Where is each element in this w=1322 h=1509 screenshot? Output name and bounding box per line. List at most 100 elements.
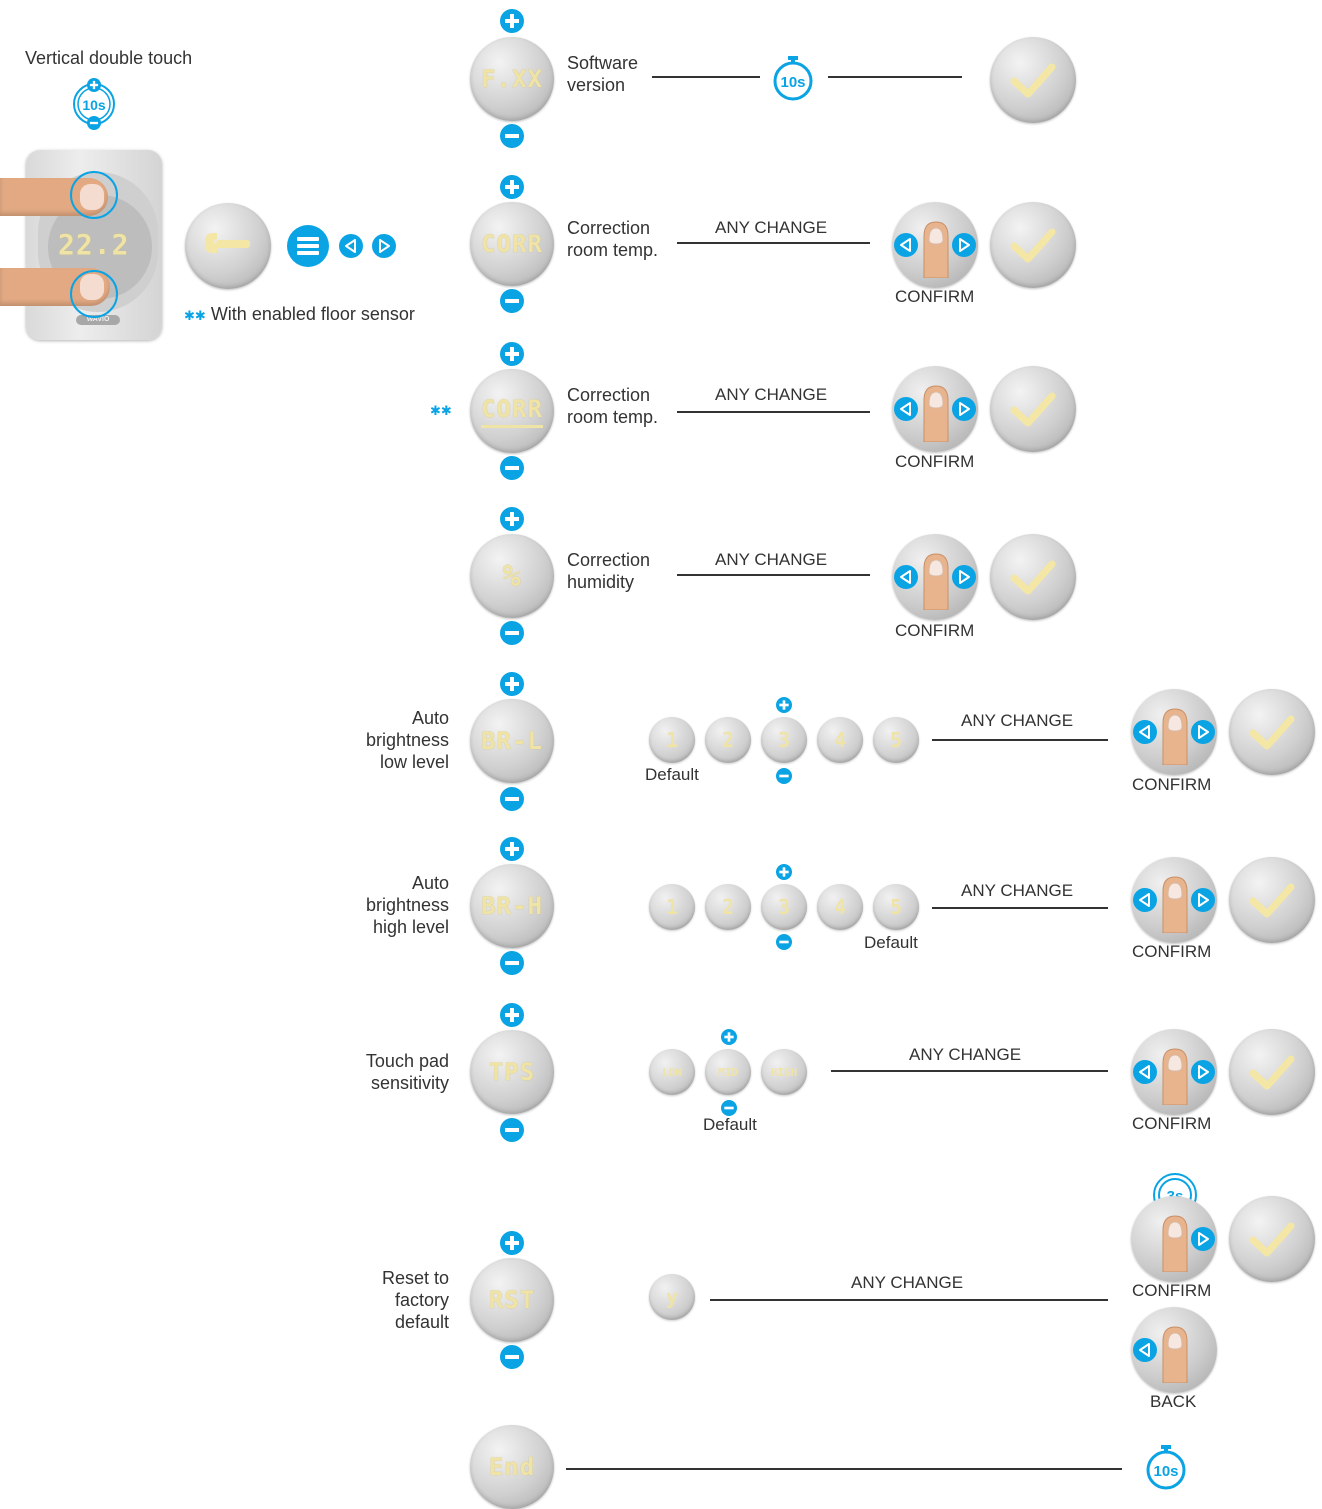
- default-label: Default: [864, 933, 918, 952]
- option-button[interactable]: LOW: [649, 1049, 695, 1095]
- param-button-corr[interactable]: CORR: [470, 202, 554, 286]
- param-button-corr-floor[interactable]: CORR: [470, 369, 554, 453]
- param-label-line: Correction: [567, 550, 651, 570]
- option-value: HIGH: [770, 1065, 798, 1079]
- left-arrow-icon: [1132, 1059, 1158, 1085]
- minus-icon[interactable]: [721, 1100, 737, 1116]
- minus-icon[interactable]: [500, 124, 524, 148]
- param-label: Correction room temp.: [567, 217, 658, 261]
- connector-line: [677, 242, 870, 244]
- minus-icon[interactable]: [500, 1345, 524, 1369]
- param-label: Reset to factory default: [330, 1267, 449, 1333]
- option-button[interactable]: 4: [817, 884, 863, 930]
- option-button[interactable]: 1: [649, 884, 695, 930]
- param-button-br-l[interactable]: BR-L: [470, 699, 554, 783]
- option-button-selected[interactable]: y: [649, 1274, 695, 1320]
- left-arrow-icon: [1132, 719, 1158, 745]
- check-button[interactable]: [1229, 689, 1315, 775]
- param-code: TPS: [488, 1058, 536, 1086]
- param-label-line: room temp.: [567, 407, 659, 427]
- minus-icon[interactable]: [500, 621, 524, 645]
- plus-icon[interactable]: [500, 1231, 524, 1255]
- plus-icon[interactable]: [776, 697, 792, 713]
- param-label: Touch pad sensitivity: [330, 1050, 449, 1094]
- plus-icon[interactable]: [500, 672, 524, 696]
- right-arrow-icon: [1190, 887, 1216, 913]
- plus-icon[interactable]: [500, 342, 524, 366]
- option-value: y: [665, 1285, 679, 1309]
- confirm-label: CONFIRM: [895, 287, 975, 306]
- plus-icon[interactable]: [500, 175, 524, 199]
- hold-10s-timer-icon: 10s: [73, 78, 115, 130]
- check-button[interactable]: [990, 534, 1076, 620]
- option-value: 3: [777, 895, 791, 919]
- left-arrow-icon: [1132, 887, 1158, 913]
- finger-icon: [1155, 873, 1195, 933]
- confirm-label: CONFIRM: [895, 452, 975, 471]
- check-button[interactable]: [1229, 857, 1315, 943]
- plus-icon[interactable]: [500, 507, 524, 531]
- minus-icon[interactable]: [776, 934, 792, 950]
- param-button-tps[interactable]: TPS: [470, 1030, 554, 1114]
- option-button[interactable]: 5: [873, 717, 919, 763]
- param-label-line: Auto: [411, 873, 449, 893]
- floor-note-text: With enabled floor sensor: [210, 304, 415, 324]
- minus-icon[interactable]: [500, 951, 524, 975]
- param-label: Software version: [567, 52, 638, 96]
- param-button-br-h[interactable]: BR-H: [470, 864, 554, 948]
- param-button-end[interactable]: End: [470, 1425, 554, 1509]
- settings-wrench-button[interactable]: [185, 203, 271, 289]
- param-button-rst[interactable]: RST: [470, 1258, 554, 1342]
- connector-line: [932, 739, 1108, 741]
- left-arrow-icon: [893, 564, 919, 590]
- any-change-label: ANY CHANGE: [961, 711, 1074, 730]
- plus-icon[interactable]: [500, 1003, 524, 1027]
- floor-sensor-note: ✱✱ With enabled floor sensor: [184, 303, 415, 327]
- right-arrow-icon: [1190, 1226, 1216, 1252]
- option-value: LOW: [662, 1065, 682, 1079]
- option-button[interactable]: 2: [705, 884, 751, 930]
- check-button[interactable]: [1229, 1196, 1315, 1282]
- option-button[interactable]: 4: [817, 717, 863, 763]
- param-label-line: version: [567, 75, 626, 95]
- param-button-fxx[interactable]: F.XX: [470, 37, 554, 121]
- check-button[interactable]: [990, 202, 1076, 288]
- minus-icon[interactable]: [500, 787, 524, 811]
- thermostat-logo: WAVIO: [76, 315, 120, 325]
- param-button-humidity[interactable]: %: [470, 534, 554, 618]
- check-button[interactable]: [1229, 1029, 1315, 1115]
- minus-icon[interactable]: [500, 456, 524, 480]
- option-value: 3: [777, 728, 791, 752]
- option-button[interactable]: 5: [873, 884, 919, 930]
- option-button[interactable]: HIGH: [761, 1049, 807, 1095]
- option-button-selected[interactable]: MID: [705, 1049, 751, 1095]
- plus-icon[interactable]: [500, 9, 524, 33]
- option-button[interactable]: 1: [649, 717, 695, 763]
- plus-icon[interactable]: [721, 1029, 737, 1045]
- check-button[interactable]: [990, 37, 1076, 123]
- thermostat-temperature: 22.2: [58, 228, 130, 261]
- param-code: F.XX: [481, 65, 543, 93]
- minus-icon[interactable]: [500, 289, 524, 313]
- minus-icon[interactable]: [776, 768, 792, 784]
- option-value: 1: [665, 895, 679, 919]
- minus-icon[interactable]: [500, 1118, 524, 1142]
- confirm-label: CONFIRM: [1132, 775, 1212, 794]
- any-change-label: ANY CHANGE: [715, 550, 828, 569]
- left-arrow-icon: [1132, 1337, 1158, 1363]
- left-arrow-icon: [338, 233, 364, 259]
- finger-icon: [916, 550, 956, 610]
- finger-icon: [1155, 1212, 1195, 1272]
- option-value: 4: [833, 728, 847, 752]
- option-button[interactable]: 2: [705, 717, 751, 763]
- connector-line: [677, 411, 870, 413]
- plus-icon[interactable]: [500, 837, 524, 861]
- option-button-selected[interactable]: 3: [761, 884, 807, 930]
- plus-icon[interactable]: [776, 864, 792, 880]
- svg-text:10s: 10s: [82, 97, 106, 113]
- check-button[interactable]: [990, 366, 1076, 452]
- option-button-selected[interactable]: 3: [761, 717, 807, 763]
- param-label-line: Correction: [567, 385, 651, 405]
- connector-line: [831, 1070, 1108, 1072]
- right-arrow-icon: [951, 396, 977, 422]
